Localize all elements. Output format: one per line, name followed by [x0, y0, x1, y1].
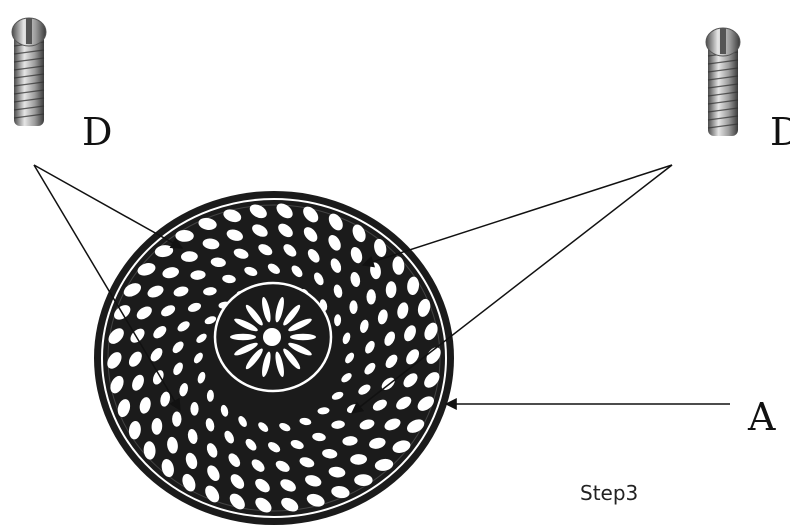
- screw-right-icon: [706, 28, 740, 136]
- decorative-plate-icon: [94, 191, 454, 525]
- label-plate: A: [747, 395, 776, 439]
- screw-left-icon: [12, 18, 46, 126]
- plate-hub-slot: [230, 334, 256, 340]
- label-screw-right: D: [770, 110, 790, 154]
- plate-hub-slot: [290, 334, 316, 340]
- step-label: Step3: [580, 481, 638, 505]
- label-screw-left: D: [82, 110, 112, 154]
- plate-lattice-hole: [349, 300, 357, 314]
- plate-lattice-hole: [190, 402, 198, 416]
